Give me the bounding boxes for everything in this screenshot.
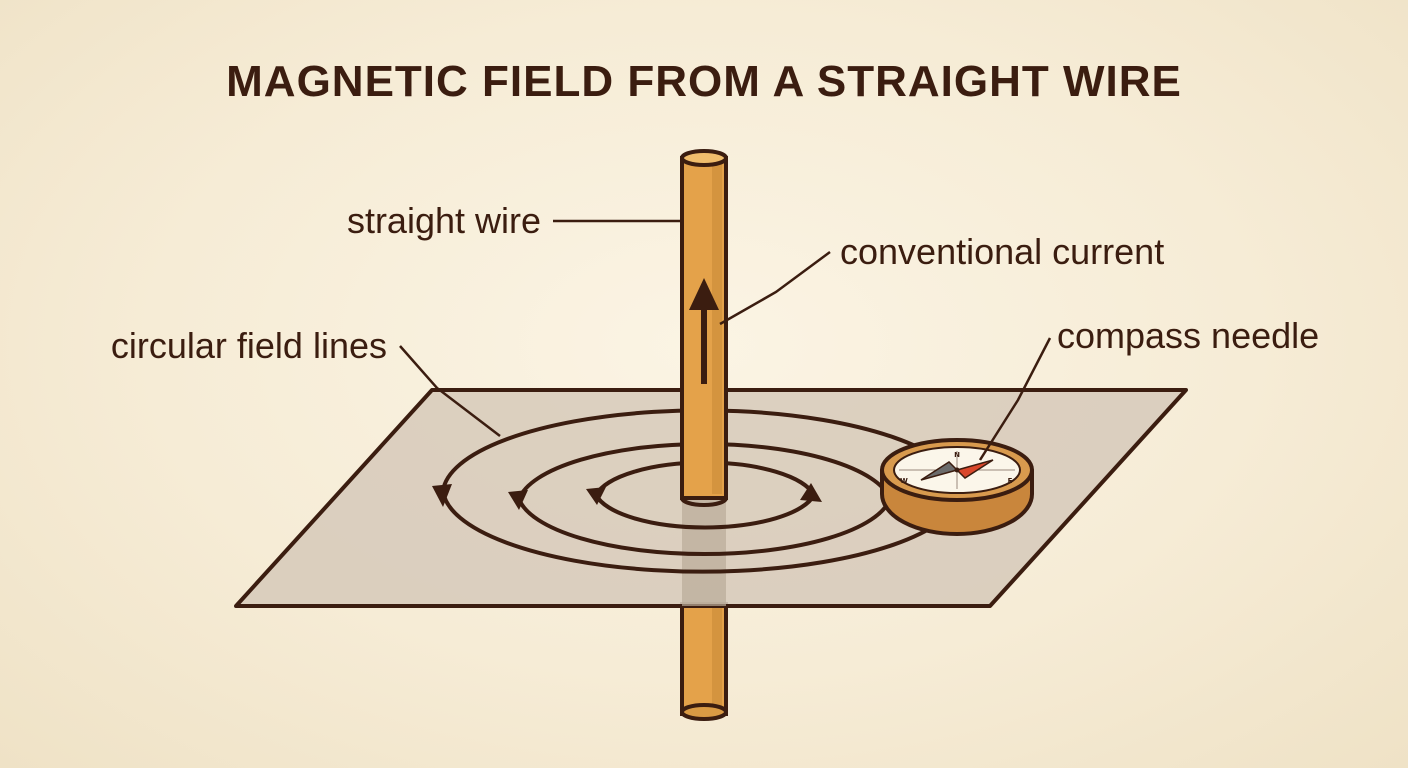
label-circular-field-lines: circular field lines [111, 325, 387, 366]
current-arrow [689, 278, 719, 384]
label-conventional-current: conventional current [840, 231, 1164, 272]
compass-needle-south [920, 461, 959, 481]
leader-conventional-current [719, 250, 831, 326]
field-line-outer [441, 408, 942, 492]
leader-compass-needle [978, 337, 1052, 461]
wire-lower-segment [680, 602, 728, 721]
arrowhead-inner-right [800, 483, 822, 502]
arrowhead-outer-left [432, 484, 452, 507]
field-line-outer-front [441, 490, 942, 574]
arrowhead-inner-left [586, 487, 606, 505]
field-line-inner-front [594, 494, 816, 530]
label-compass-needle: compass needle [1057, 315, 1319, 356]
compass-west-label: W [900, 477, 908, 485]
compass-east-label: E [1008, 477, 1013, 485]
field-arrowheads [432, 483, 822, 510]
label-straight-wire: straight wire [347, 200, 541, 241]
leader-lines [399, 219, 1052, 461]
leader-circular-field-lines [399, 345, 501, 437]
compass: N E W [880, 438, 1034, 536]
compass-north-label: N [954, 451, 960, 459]
arrowhead-middle-left [508, 490, 528, 510]
compass-needle-north [955, 459, 994, 479]
page-title: MAGNETIC FIELD FROM A STRAIGHT WIRE [226, 57, 1182, 106]
field-line-middle-front [517, 498, 892, 557]
